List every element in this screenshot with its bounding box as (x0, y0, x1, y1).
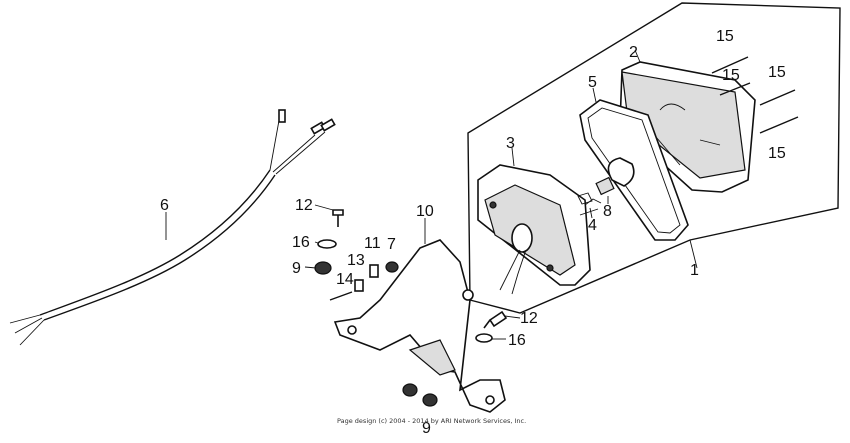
washer (354, 279, 364, 292)
leader-12a (314, 204, 334, 211)
wire-harness (9, 109, 336, 346)
callout-15-b: 15 (722, 67, 740, 84)
mounting-bracket (333, 239, 506, 413)
callout-10: 10 (416, 203, 434, 220)
callout-7: 7 (387, 236, 396, 253)
collar (385, 261, 399, 273)
callout-14: 14 (336, 271, 354, 288)
callout-3: 3 (506, 135, 515, 152)
callout-16-left: 16 (292, 234, 310, 251)
callout-13: 13 (347, 252, 365, 269)
callout-16-right: 16 (508, 332, 526, 349)
callout-1: 1 (690, 262, 699, 279)
assembly-outline (467, 2, 841, 314)
leader-16a (314, 241, 319, 244)
callout-15-c: 15 (768, 64, 786, 81)
base-screw (577, 192, 593, 205)
callout-11: 11 (364, 235, 381, 252)
callout-9-left: 9 (292, 260, 301, 277)
tail-base (477, 164, 602, 295)
callout-15-a: 15 (716, 28, 734, 45)
callout-15-d: 15 (768, 145, 786, 162)
spacer (369, 264, 379, 278)
lens-screws (711, 56, 799, 134)
callout-2: 2 (629, 44, 638, 61)
leader-12b (504, 315, 521, 319)
leader-4 (589, 207, 593, 219)
callout-5: 5 (588, 74, 597, 91)
leader-1 (689, 239, 698, 269)
bulb (595, 157, 635, 196)
leader-5 (592, 87, 597, 103)
leader-9a (304, 266, 317, 269)
callout-12-right: 12 (520, 310, 538, 327)
callout-4: 4 (588, 217, 597, 234)
copyright-notice: Page design (c) 2004 - 2014 by ARI Netwo… (337, 417, 526, 425)
leader-3 (511, 147, 515, 167)
callout-6: 6 (160, 197, 169, 214)
callout-12-left: 12 (295, 197, 313, 214)
callout-9-bottom: 9 (422, 420, 431, 437)
callout-8: 8 (603, 203, 612, 220)
hardware (314, 209, 508, 407)
